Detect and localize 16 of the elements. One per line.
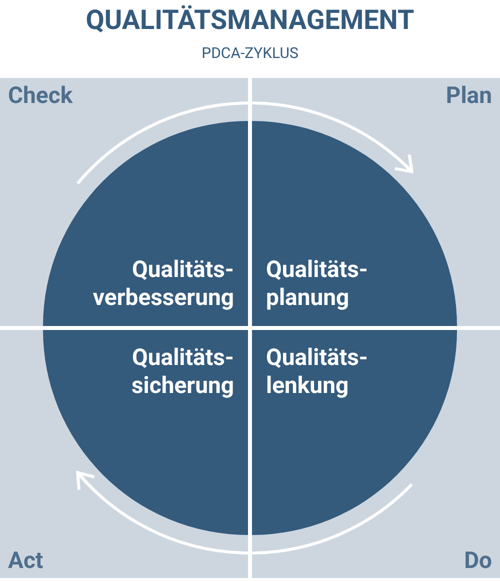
quadrant-panel bbox=[0, 78, 248, 326]
quadrant-text: Qualitäts- planung bbox=[266, 256, 369, 312]
phase-label: Act bbox=[8, 547, 44, 574]
arrow bbox=[76, 470, 413, 554]
quadrant-panel bbox=[252, 78, 500, 326]
phase-label: Do bbox=[464, 547, 492, 574]
phase-label: Check bbox=[8, 82, 73, 109]
quadrant-panel bbox=[252, 330, 500, 578]
title: QUALITÄTSMANAGEMENT bbox=[84, 4, 416, 36]
quadrant-text: Qualitäts- sicherung bbox=[130, 344, 234, 400]
phase-label: Plan bbox=[446, 82, 492, 109]
arrow bbox=[76, 102, 414, 184]
quadrant-panel bbox=[0, 330, 248, 578]
subtitle: PDCA-ZYKLUS bbox=[200, 44, 300, 62]
quadrant-text: Qualitäts- verbesserung bbox=[92, 256, 234, 312]
quadrant-text: Qualitäts- lenkung bbox=[266, 344, 369, 400]
